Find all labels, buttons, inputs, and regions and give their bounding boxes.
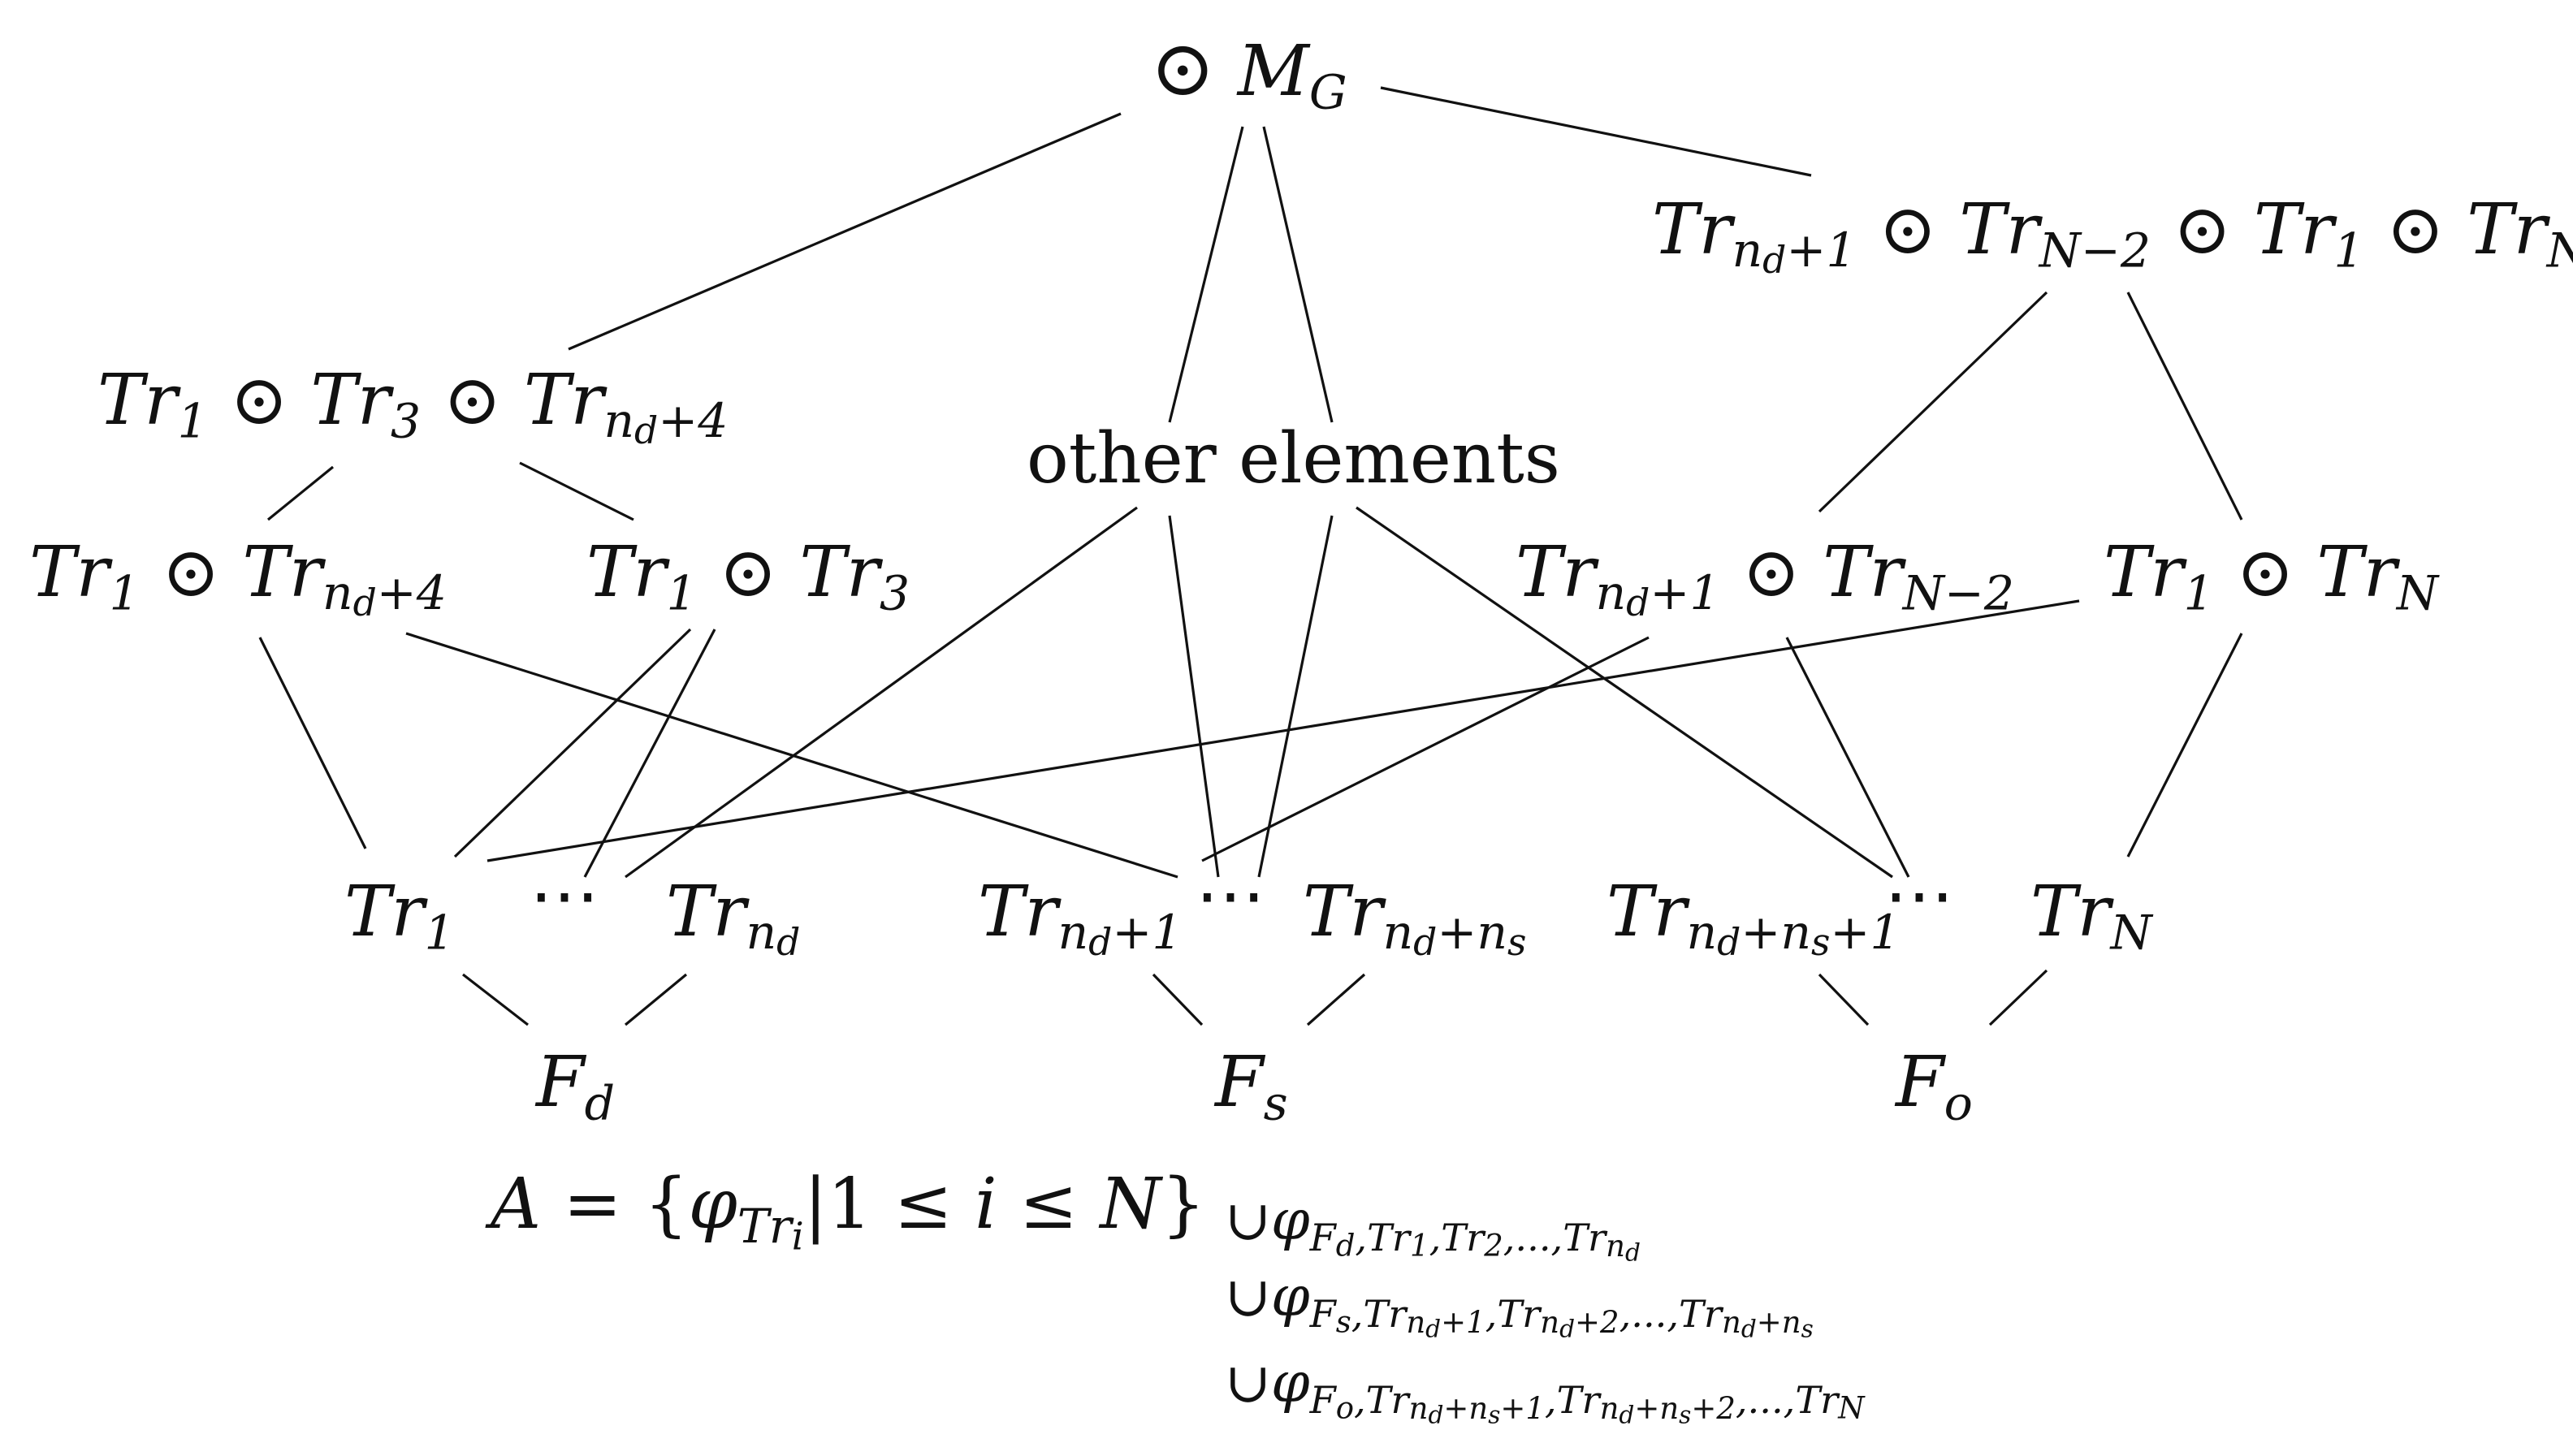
node-tr-1: Tr1 xyxy=(344,871,455,961)
edge-22 xyxy=(1152,973,1204,1026)
edge-12 xyxy=(625,506,1138,879)
edge-0 xyxy=(568,112,1122,351)
node-tr-ndns1: Trnd+ns+1 xyxy=(1607,871,1901,965)
node-pair-b: Tr1 ⊙ Tr3 xyxy=(586,532,910,621)
edge-24 xyxy=(1818,973,1870,1026)
formula-term-1: ∪φFd,Tr1,Tr2,...,Trnd xyxy=(1225,1189,1641,1266)
edge-6 xyxy=(1818,291,2048,513)
edge-19 xyxy=(2126,633,2243,858)
node-f-d: Fd xyxy=(536,1042,616,1131)
edge-11 xyxy=(583,629,716,878)
node-right-quad: Trnd+1 ⊙ TrN−2 ⊙ Tr1 ⊙ TrN xyxy=(1652,189,2573,283)
node-pair-d: Tr1 ⊙ TrN xyxy=(2104,532,2439,621)
edge-2 xyxy=(1168,126,1244,423)
edge-20 xyxy=(462,973,529,1026)
edge-14 xyxy=(1257,515,1334,878)
formula-lhs: A = {φTri|1 ≤ i ≤ N} xyxy=(491,1164,1206,1259)
edge-10 xyxy=(453,628,692,858)
formula-term-2: ∪φFs,Trnd+1,Trnd+2,...,Trnd+ns xyxy=(1225,1265,1814,1342)
edge-8 xyxy=(258,637,367,849)
edge-5 xyxy=(519,461,634,521)
node-f-s: Fs xyxy=(1215,1042,1288,1131)
node-tr-nd1: Trnd+1 xyxy=(978,871,1183,965)
node-pair-c: Trnd+1 ⊙ TrN−2 xyxy=(1516,532,2015,625)
node-left-trio: Tr1 ⊙ Tr3 ⊙ Trnd+4 xyxy=(97,360,729,453)
edge-15 xyxy=(1356,506,1893,879)
node-tr-n: TrN xyxy=(2030,871,2152,961)
edge-4 xyxy=(266,465,335,521)
node-pair-a: Tr1 ⊙ Trnd+4 xyxy=(29,532,447,625)
formula-term-3: ∪φFo,Trnd+ns+1,Trnd+ns+2,...,TrN xyxy=(1225,1351,1865,1428)
node-dots-s: ⋯ xyxy=(1196,855,1265,936)
node-other-elements: other elements xyxy=(1027,418,1560,499)
edge-13 xyxy=(1168,515,1220,878)
node-tr-nd: Trnd xyxy=(666,871,801,965)
edge-16 xyxy=(1201,636,1650,862)
node-top: ⊙ MG xyxy=(1150,23,1347,120)
edge-25 xyxy=(1988,969,2048,1026)
edge-17 xyxy=(1785,637,1910,878)
node-dots-o: ⋯ xyxy=(1884,855,1954,936)
edge-18 xyxy=(486,599,2080,862)
edge-21 xyxy=(624,973,688,1026)
edge-7 xyxy=(2126,292,2243,521)
node-tr-ndns: Trnd+ns xyxy=(1303,871,1527,965)
edge-3 xyxy=(1262,126,1334,423)
edge-1 xyxy=(1380,86,1812,177)
node-f-o: Fo xyxy=(1896,1042,1973,1131)
node-dots-d: ⋯ xyxy=(530,855,599,936)
edge-23 xyxy=(1306,973,1366,1026)
